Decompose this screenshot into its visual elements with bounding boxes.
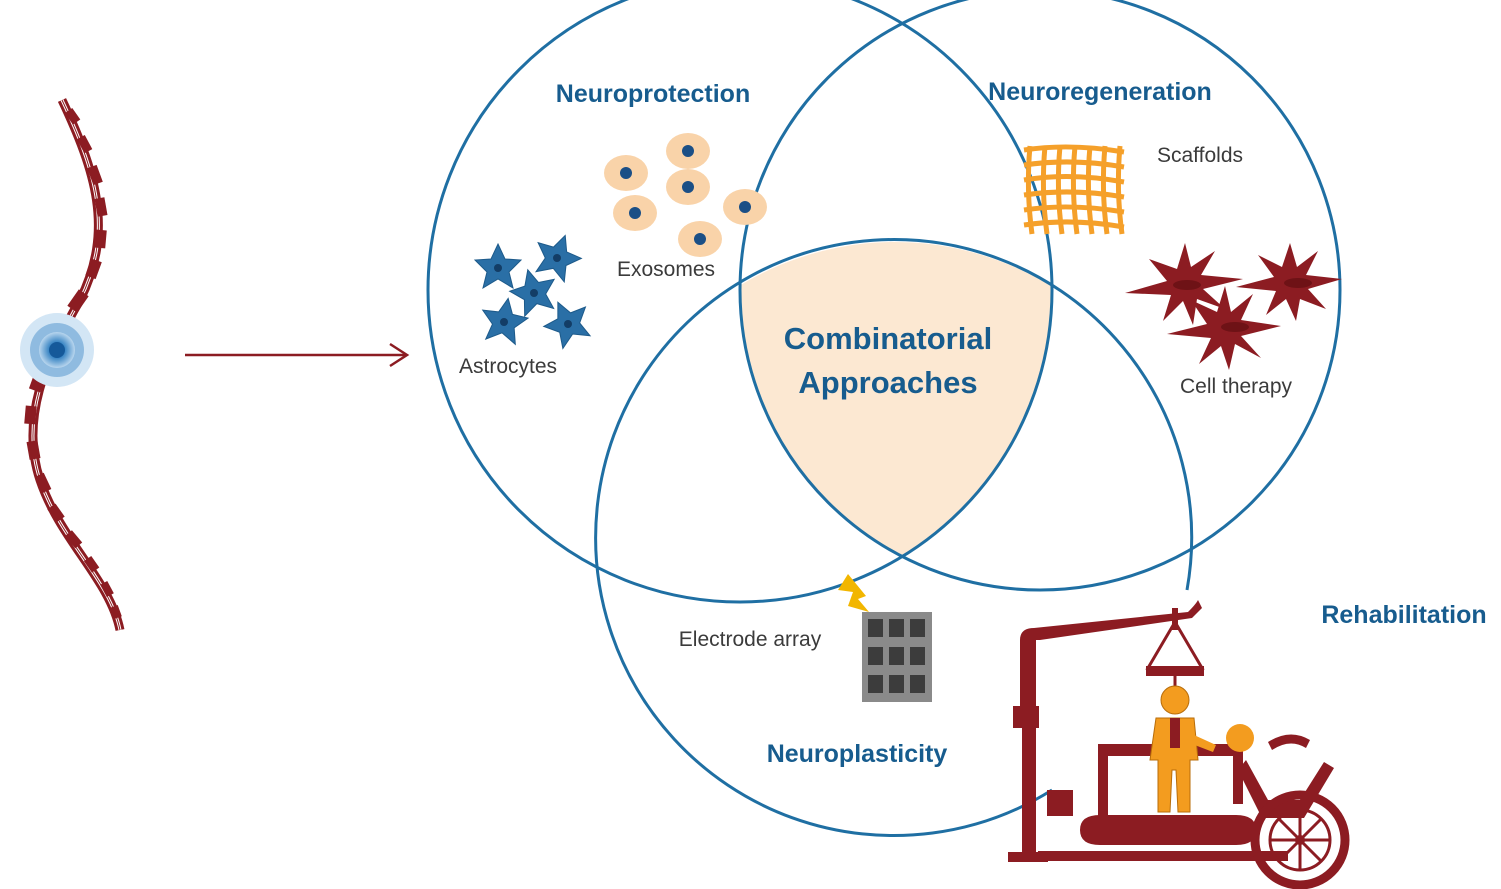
person-icon [1149, 685, 1216, 813]
rehabilitation-title: Rehabilitation [1321, 601, 1486, 629]
scaffolds-label: Scaffolds [1157, 144, 1243, 167]
neuroplasticity-circle [594, 238, 1194, 838]
electrode-array-label: Electrode array [679, 628, 822, 651]
cell-therapy-icon [1125, 243, 1342, 370]
neuroregeneration-circle [738, 0, 1342, 592]
astrocytes-label: Astrocytes [459, 355, 557, 378]
neuroprotection-circle [426, 0, 1054, 604]
neuroprotection-title: Neuroprotection [556, 80, 750, 108]
injury-site-icon [20, 313, 94, 387]
lightning-bolt-icon [838, 574, 869, 612]
neuroregeneration-title: Neuroregeneration [988, 78, 1212, 106]
neuroplasticity-title: Neuroplasticity [767, 740, 948, 768]
wheelchair-icon [1226, 724, 1350, 889]
center-label-line2: Approaches [798, 365, 977, 400]
scaffold-icon [1023, 144, 1125, 235]
center-label-line1: Combinatorial [784, 321, 992, 356]
arrow-icon [185, 342, 410, 368]
exosome-icon [604, 133, 767, 257]
exosomes-label: Exosomes [617, 258, 715, 281]
cell-therapy-label: Cell therapy [1180, 375, 1293, 398]
electrode-array-icon [862, 612, 932, 702]
